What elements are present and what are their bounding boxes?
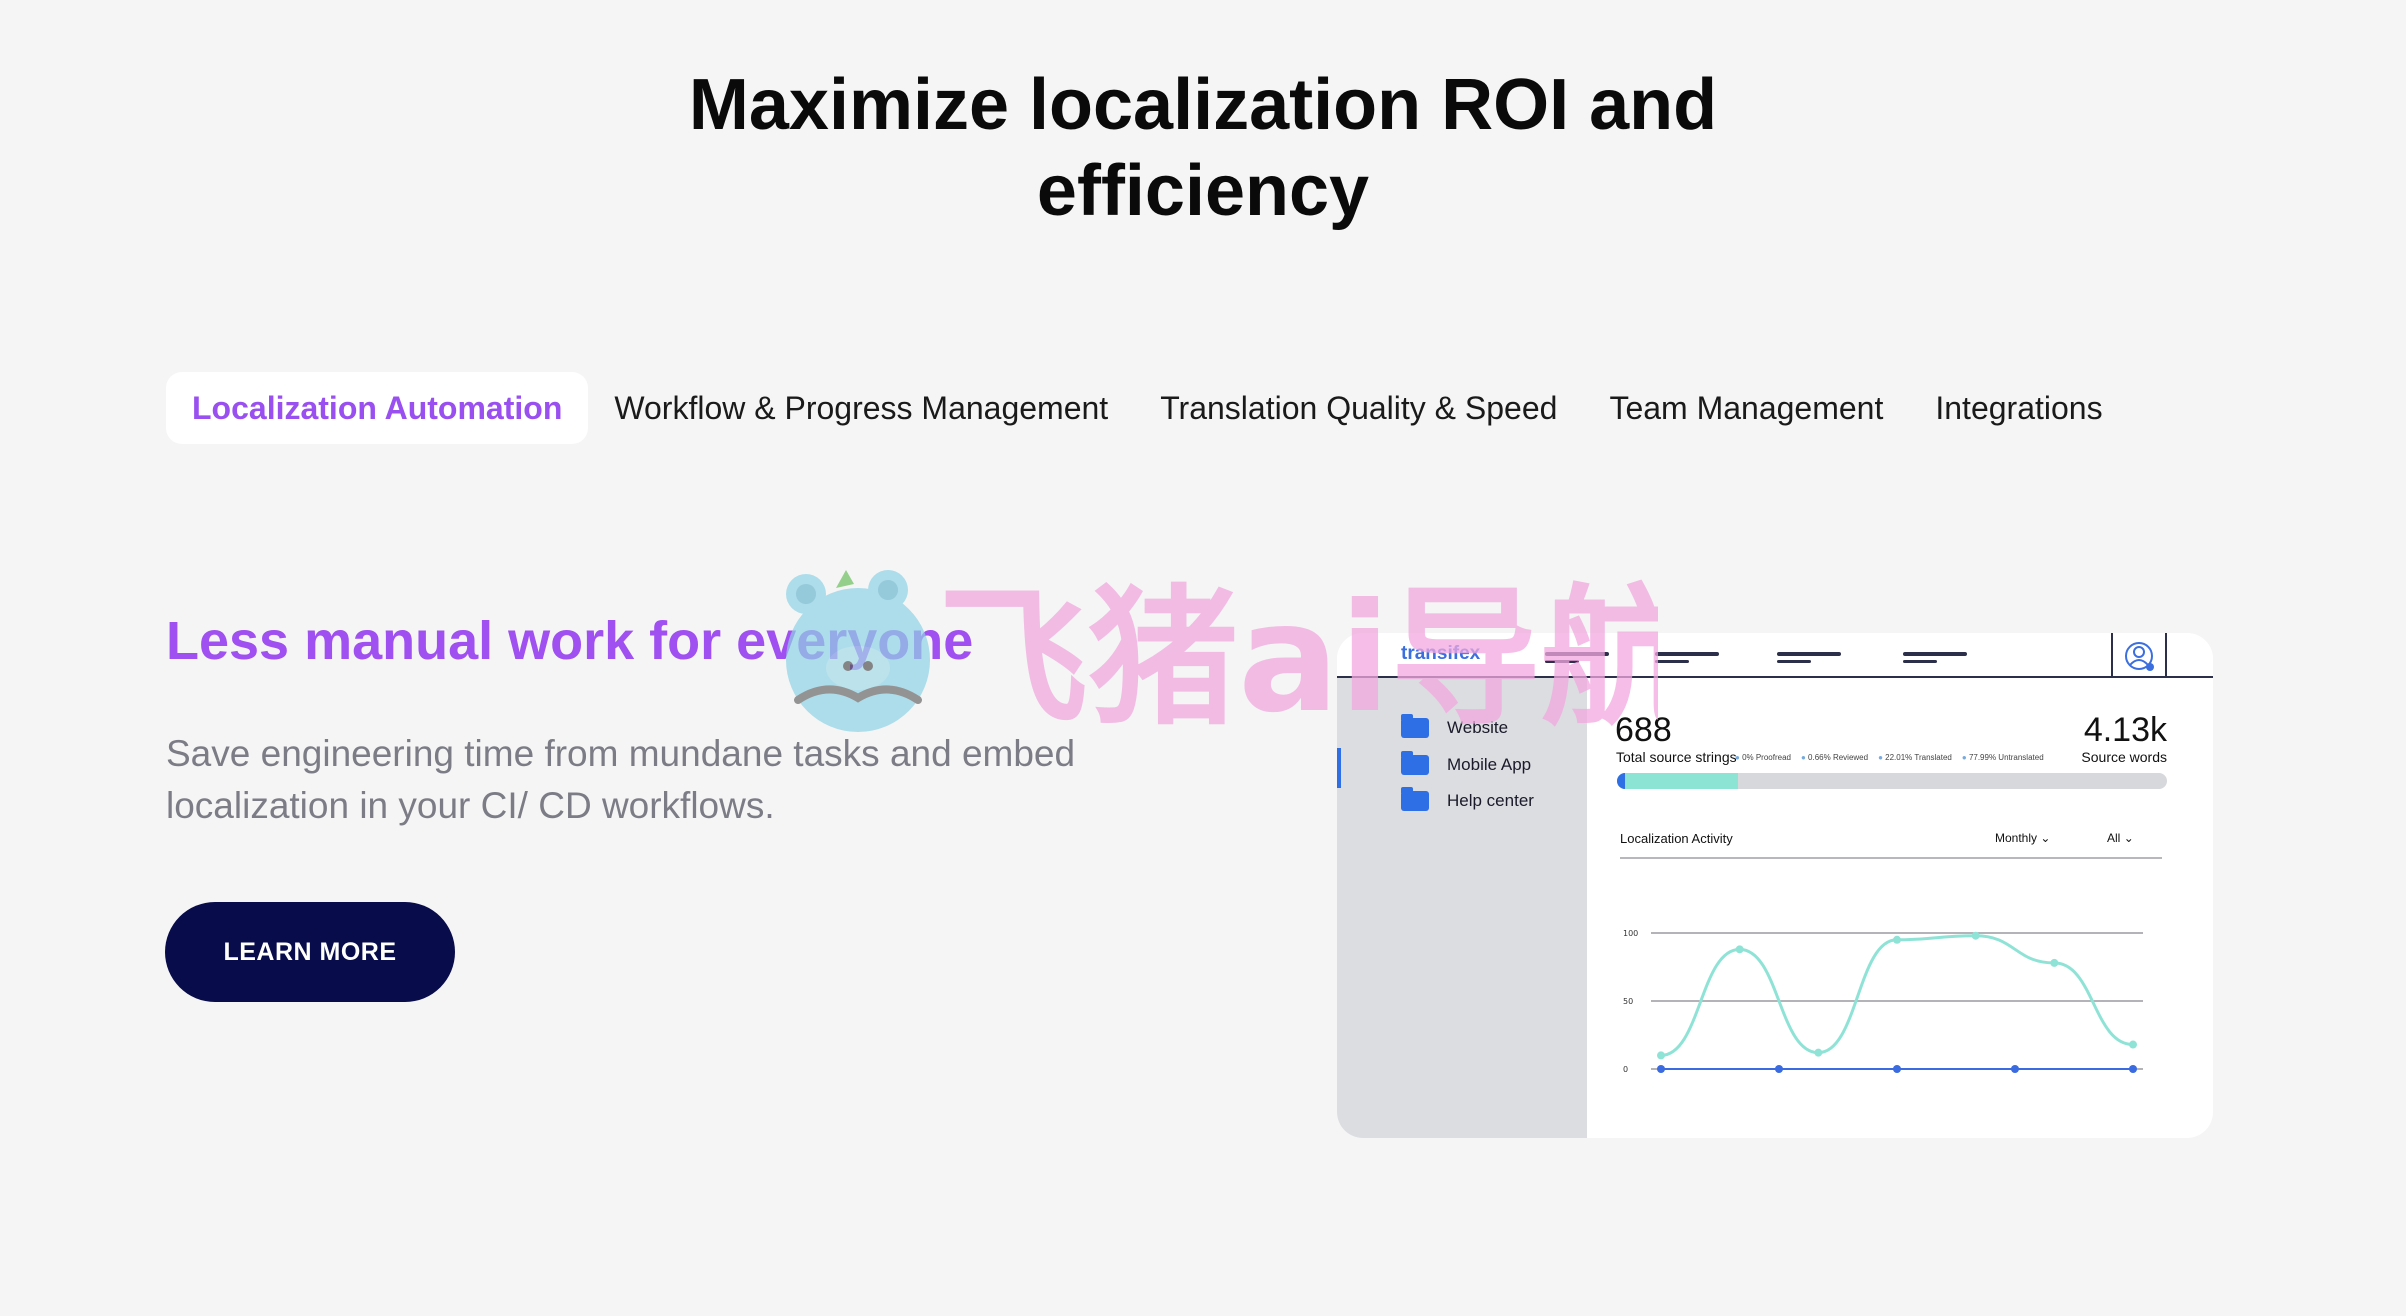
localization-activity-chart: 100 50 0	[1623, 929, 2143, 1074]
page-title-line2: efficiency	[1036, 151, 1370, 231]
folder-icon	[1401, 714, 1429, 738]
series-point	[2129, 1040, 2137, 1049]
feature-heading: Less manual work for everyone	[166, 611, 974, 671]
series-point	[1735, 945, 1744, 954]
tab-workflow-progress-management[interactable]: Workflow & Progress Management	[614, 389, 1109, 426]
folder-label: Website	[1447, 718, 1509, 737]
tab-team-management[interactable]: Team Management	[1609, 389, 1884, 426]
translation-progress-fill	[1617, 773, 1738, 789]
activity-title: Localization Activity	[1620, 831, 1733, 846]
folder-help-center[interactable]: Help center	[1401, 787, 1534, 811]
series-point	[1814, 1048, 1823, 1057]
source-strings-label: Total source strings	[1616, 749, 1737, 765]
nav-placeholder	[1655, 652, 1719, 663]
page-title: Maximize localization ROI and efficiency	[0, 62, 2406, 234]
series-point	[1657, 1065, 1665, 1073]
source-words-count: 4.13k	[2083, 711, 2167, 749]
series-point	[2129, 1065, 2137, 1073]
legend-item: 77.99% Untranslated	[1962, 753, 2044, 762]
scope-filter[interactable]: All ⌄	[2107, 831, 2134, 845]
dashboard-topbar: transifex	[1337, 633, 2213, 678]
user-avatar-icon	[2111, 633, 2167, 678]
chevron-down-icon: ⌄	[2040, 831, 2051, 845]
folder-label: Help center	[1447, 791, 1534, 810]
legend-item: 22.01% Translated	[1878, 753, 1952, 762]
series-line-activity	[1660, 934, 2134, 1057]
series-point	[1971, 931, 1980, 940]
learn-more-button[interactable]: LEARN MORE	[165, 902, 455, 1002]
dashboard-preview: transifex Website Mobile App Help center…	[1337, 633, 2213, 1138]
activity-divider	[1620, 857, 2162, 859]
source-words-label: Source words	[2081, 749, 2167, 765]
tab-localization-automation[interactable]: Localization Automation	[166, 372, 589, 444]
y-tick-label: 50	[1623, 997, 1633, 1006]
source-strings-count: 688	[1615, 711, 1672, 749]
series-point	[2050, 958, 2059, 967]
reviewed-progress-fill	[1617, 773, 1625, 789]
legend-item: 0.66% Reviewed	[1801, 753, 1868, 762]
series-point	[1775, 1065, 1783, 1073]
legend-item: 0% Proofread	[1735, 753, 1791, 762]
folder-icon	[1401, 751, 1429, 775]
tab-integrations[interactable]: Integrations	[1935, 389, 2103, 426]
dashboard-sidebar	[1337, 678, 1587, 1138]
period-filter-label: Monthly	[1995, 831, 2038, 845]
series-point	[1893, 935, 1901, 944]
dashboard-brand: transifex	[1401, 643, 1481, 664]
page-title-line1: Maximize localization ROI and	[688, 65, 1718, 145]
sidebar-active-indicator	[1337, 748, 1341, 788]
chevron-down-icon: ⌄	[2123, 831, 2134, 845]
tab-translation-quality-speed[interactable]: Translation Quality & Speed	[1160, 389, 1558, 426]
y-tick-label: 100	[1623, 929, 1638, 938]
series-point	[1893, 1065, 1901, 1073]
nav-placeholder	[1545, 652, 1609, 663]
series-point	[1657, 1051, 1665, 1060]
feature-tabs: Localization Automation Workflow & Progr…	[166, 372, 2129, 444]
y-tick-label: 0	[1623, 1065, 1628, 1074]
folder-mobile-app[interactable]: Mobile App	[1401, 751, 1532, 775]
feature-description: Save engineering time from mundane tasks…	[166, 733, 1076, 826]
folder-website[interactable]: Website	[1401, 714, 1509, 738]
folder-label: Mobile App	[1447, 755, 1532, 774]
series-point	[2011, 1065, 2019, 1073]
scope-filter-label: All	[2107, 831, 2121, 845]
progress-legend: 0% Proofread 0.66% Reviewed 22.01% Trans…	[1735, 753, 2044, 762]
period-filter[interactable]: Monthly ⌄	[1995, 831, 2050, 845]
nav-placeholder	[1903, 652, 1967, 663]
translation-progress-bar	[1617, 773, 2167, 789]
folder-icon	[1401, 787, 1429, 811]
nav-placeholder	[1777, 652, 1841, 663]
